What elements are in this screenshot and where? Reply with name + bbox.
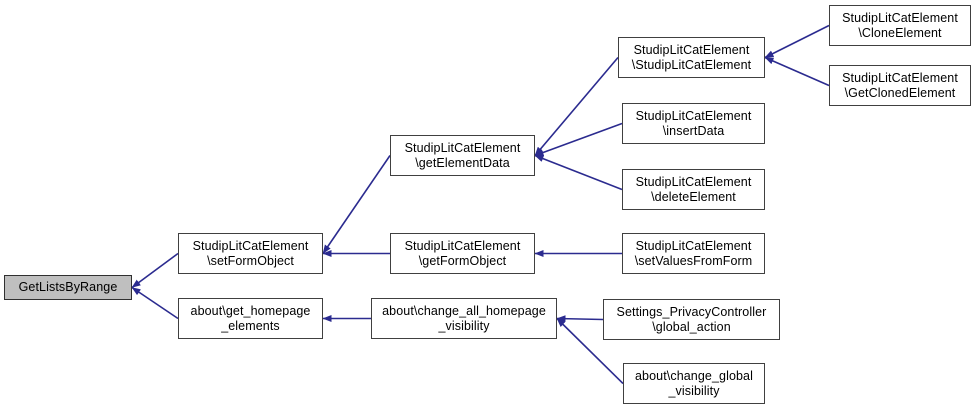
graph-node-label: StudipLitCatElement: [404, 238, 521, 253]
graph-edge-get_cloned_element-to-constructor: [764, 56, 830, 87]
graph-node-label: \global_action: [652, 319, 731, 334]
graph-edge-get_element_data-to-set_form_object: [322, 155, 391, 254]
graph-edge-set_form_object-to-get_lists_by_range: [131, 252, 179, 289]
graph-node-get_homepage_elements[interactable]: about\get_homepage_elements: [178, 298, 323, 339]
graph-node-label: \getFormObject: [418, 253, 507, 268]
graph-node-label: StudipLitCatElement: [635, 108, 752, 123]
graph-node-label: _elements: [221, 318, 280, 333]
graph-node-label: StudipLitCatElement: [192, 238, 309, 253]
graph-node-label: StudipLitCatElement: [635, 174, 752, 189]
graph-node-label: about\change_all_homepage: [382, 303, 546, 318]
graph-node-change_global_visibility[interactable]: about\change_global_visibility: [623, 363, 765, 404]
graph-node-get_cloned_element[interactable]: StudipLitCatElement\GetClonedElement: [829, 65, 971, 106]
graph-node-label: StudipLitCatElement: [633, 42, 750, 57]
graph-node-label: \getElementData: [415, 155, 510, 170]
graph-node-label: \setValuesFromForm: [634, 253, 753, 268]
graph-node-change_all_homepage_visibility[interactable]: about\change_all_homepage_visibility: [371, 298, 557, 339]
graph-edge-insert_data-to-get_element_data: [534, 122, 623, 157]
graph-node-set_values_from_form[interactable]: StudipLitCatElement\setValuesFromForm: [622, 233, 765, 274]
graph-node-label: Settings_PrivacyController: [616, 304, 767, 319]
graph-node-delete_element[interactable]: StudipLitCatElement\deleteElement: [622, 169, 765, 210]
graph-node-label: StudipLitCatElement: [635, 238, 752, 253]
graph-node-label: \insertData: [662, 123, 725, 138]
graph-edge-clone_element-to-constructor: [764, 24, 830, 59]
graph-node-constructor[interactable]: StudipLitCatElement\StudipLitCatElement: [618, 37, 765, 78]
graph-node-label: _visibility: [668, 383, 720, 398]
graph-node-get_element_data[interactable]: StudipLitCatElement\getElementData: [390, 135, 535, 176]
graph-node-set_form_object[interactable]: StudipLitCatElement\setFormObject: [178, 233, 323, 274]
graph-edge-delete_element-to-get_element_data: [534, 154, 623, 191]
graph-node-global_action[interactable]: Settings_PrivacyController\global_action: [603, 299, 780, 340]
graph-node-insert_data[interactable]: StudipLitCatElement\insertData: [622, 103, 765, 144]
graph-node-clone_element[interactable]: StudipLitCatElement\CloneElement: [829, 5, 971, 46]
graph-edge-constructor-to-get_element_data: [534, 56, 619, 157]
graph-node-label: \StudipLitCatElement: [631, 57, 752, 72]
graph-node-label: GetListsByRange: [18, 280, 118, 294]
graph-node-label: \GetClonedElement: [844, 85, 956, 100]
graph-node-label: about\change_global: [635, 368, 753, 383]
graph-node-label: StudipLitCatElement: [842, 70, 958, 85]
graph-node-label: StudipLitCatElement: [842, 10, 958, 25]
graph-node-label: about\get_homepage: [190, 303, 311, 318]
graph-node-label: StudipLitCatElement: [404, 140, 521, 155]
graph-node-get_lists_by_range[interactable]: GetListsByRange: [4, 275, 132, 300]
graph-edge-get_homepage_elements-to-get_lists_by_range: [131, 286, 179, 320]
graph-node-label: \deleteElement: [651, 189, 736, 204]
graph-edge-global_action-to-change_all_homepage_visibility: [556, 315, 604, 323]
graph-node-label: \setFormObject: [207, 253, 294, 268]
graph-node-label: _visibility: [438, 318, 490, 333]
graph-node-get_form_object[interactable]: StudipLitCatElement\getFormObject: [390, 233, 535, 274]
graph-node-label: \CloneElement: [858, 25, 942, 40]
